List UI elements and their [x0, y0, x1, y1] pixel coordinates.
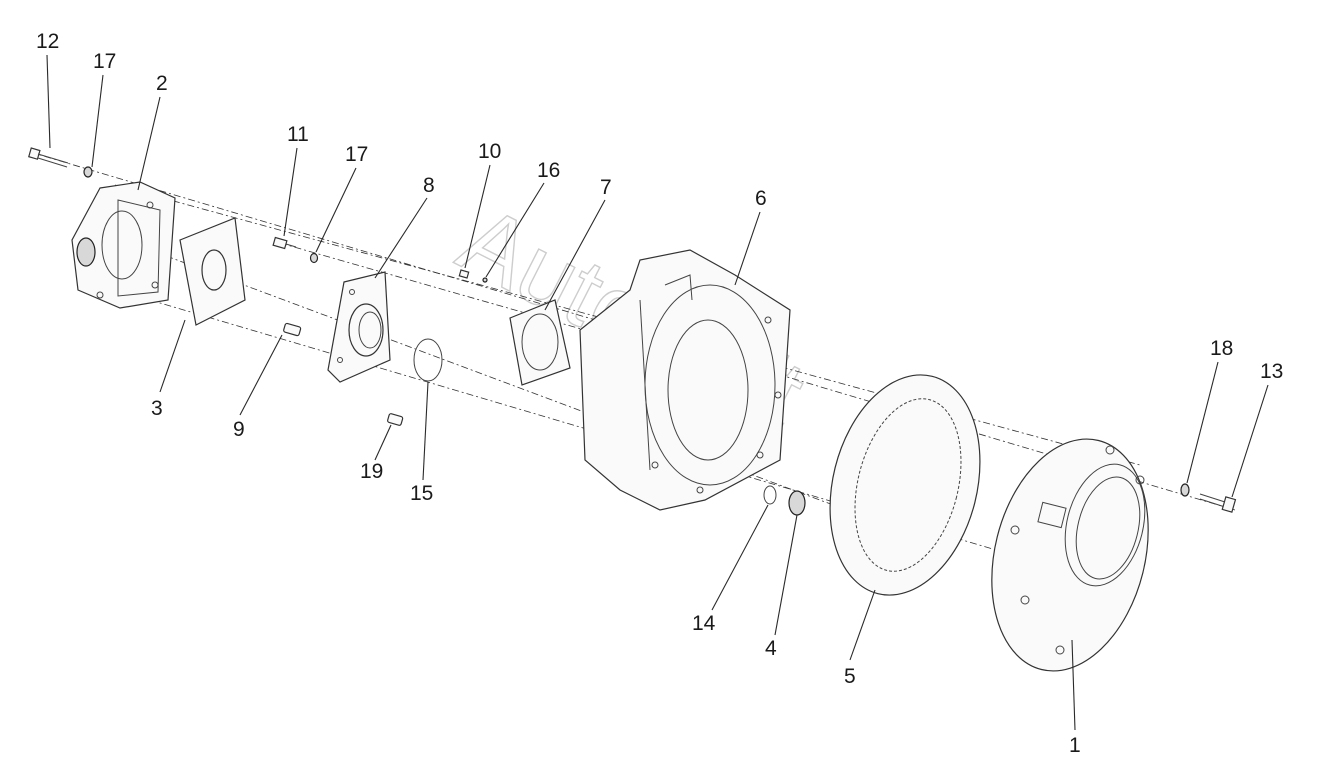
part-18-washer	[1180, 483, 1190, 497]
part-4-gear	[788, 490, 806, 516]
callout-4: 4	[765, 637, 777, 660]
callout-17-middle: 17	[345, 143, 368, 166]
part-15-o-ring	[413, 338, 443, 382]
part-13-bolt	[1199, 493, 1237, 513]
callout-9: 9	[233, 418, 245, 441]
part-5-ring-gear	[829, 374, 981, 596]
leader-lines	[46, 54, 1269, 731]
part-17-washer-middle	[309, 252, 319, 264]
callout-12: 12	[36, 30, 59, 53]
callout-14: 14	[692, 612, 716, 635]
part-3-plate	[179, 217, 246, 326]
part-8-flange	[327, 271, 391, 383]
callout-18: 18	[1210, 337, 1233, 360]
part-2-housing	[71, 181, 176, 309]
callout-10: 10	[478, 140, 501, 163]
part-9-pin	[283, 322, 302, 337]
part-14-ring	[763, 485, 777, 505]
part-17-washer-left	[83, 166, 93, 178]
part-7-seal	[509, 299, 571, 386]
callout-13: 13	[1260, 360, 1283, 383]
callout-11: 11	[287, 123, 309, 146]
callout-1: 1	[1069, 734, 1081, 757]
callout-labels: 12 17 2 11 17 8 10 16 7 6 3 9 19 15 18 1…	[36, 30, 1283, 757]
callout-3: 3	[151, 397, 163, 420]
callout-2: 2	[156, 72, 168, 95]
callout-8: 8	[423, 174, 435, 197]
callout-5: 5	[844, 665, 856, 688]
part-12-bolt	[28, 147, 69, 168]
callout-15: 15	[410, 482, 433, 505]
callout-6: 6	[755, 187, 767, 210]
callout-19: 19	[360, 460, 383, 483]
part-10-screw	[458, 269, 470, 279]
part-16-pin	[482, 277, 488, 283]
part-19-pin	[387, 413, 404, 426]
part-1-end-cover	[991, 438, 1149, 672]
callout-7: 7	[600, 176, 612, 199]
part-6-main-housing	[579, 249, 791, 511]
part-11-bolt	[272, 236, 297, 250]
callout-17-left: 17	[93, 50, 116, 73]
callout-16: 16	[537, 159, 560, 182]
